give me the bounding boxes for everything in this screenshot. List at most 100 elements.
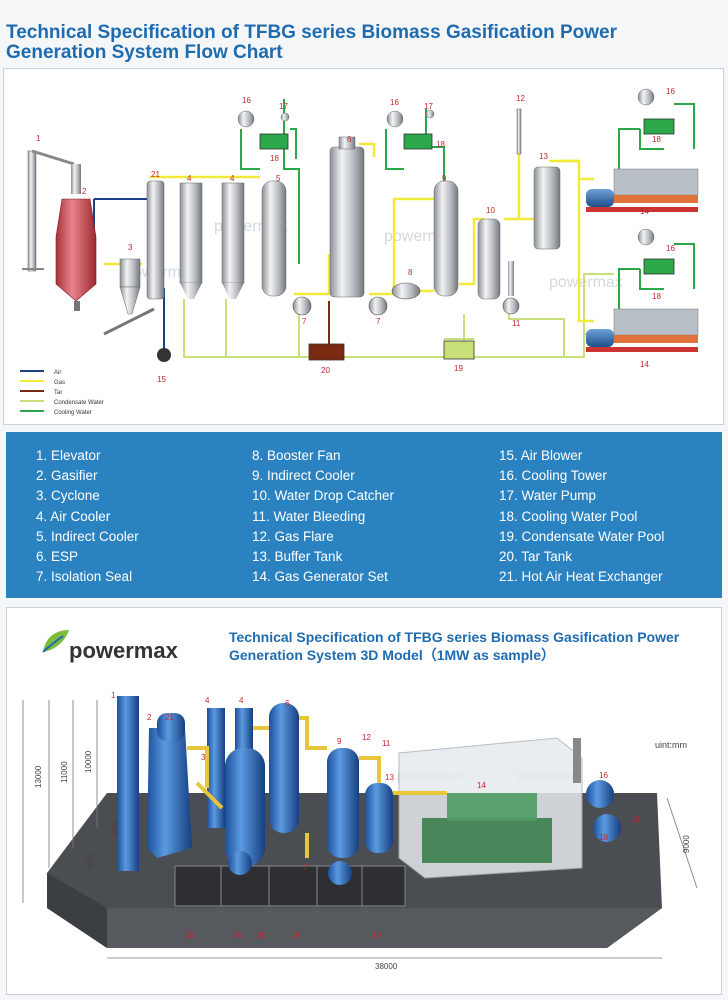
- component-number: 16: [631, 815, 640, 824]
- legend-item: 15. Air Blower: [499, 448, 583, 463]
- condensate-water-pipes: [183, 273, 614, 358]
- component-number: 9: [442, 174, 447, 183]
- legend-item: 14. Gas Generator Set: [252, 569, 388, 585]
- legend-item: 3. Cyclone: [36, 488, 100, 504]
- component-legend: 1. Elevator 2. Gasifier 3. Cyclone 4. Ai…: [6, 432, 722, 598]
- component-number: 7: [303, 863, 308, 872]
- component-number: 13: [539, 152, 548, 161]
- component-number: 20: [321, 366, 330, 375]
- indirect-cooler: [433, 180, 459, 297]
- tar-tank: [308, 343, 345, 361]
- component-number: 14: [640, 360, 649, 369]
- dimension-label: 11000: [60, 761, 69, 783]
- component-number: 17: [424, 102, 433, 111]
- component-number: 13: [385, 773, 394, 782]
- legend-item: 18. Cooling Water Pool: [499, 508, 638, 524]
- component-number: 15: [157, 375, 166, 384]
- legend-column-1: 1. Elevator 2. Gasifier 3. Cyclone 4. Ai…: [36, 446, 139, 587]
- dimension-labels: 13000 11000 10000 9000 9000 1900 38000 u…: [34, 740, 691, 971]
- component-number: 21: [151, 170, 160, 179]
- legend-item: 5. Indirect Cooler: [36, 528, 139, 544]
- component-number: 20: [257, 931, 266, 940]
- component-number: 21: [165, 713, 174, 722]
- legend-item: 16. Cooling Tower: [499, 468, 607, 484]
- line-legend: Air Gas Tar Condensate Water Cooling Wat…: [20, 370, 104, 416]
- gasifier: [55, 164, 97, 311]
- dimension-label: 38000: [375, 962, 398, 971]
- gas-flare: [516, 108, 522, 155]
- dimension-lines: [22, 700, 698, 959]
- component-number-labels: 1 2 3 4 4 5 6 7 7 8 9 10 11 12 13 14 14 …: [36, 87, 675, 384]
- component-number: 18: [652, 135, 661, 144]
- logo-text: powermax: [69, 638, 178, 663]
- legend-label: Condensate Water: [54, 400, 104, 406]
- air-blower: [157, 348, 171, 362]
- model-3d-diagram: powermax powermax: [22, 691, 698, 971]
- legend-item: 17. Water Pump: [499, 488, 597, 504]
- dimension-label: 13000: [34, 765, 43, 788]
- component-number: 11: [382, 739, 391, 748]
- component-number: 11: [512, 319, 521, 328]
- component-number: 10: [486, 206, 495, 215]
- legend-item: 12. Gas Flare: [252, 528, 334, 544]
- legend-item: 6. ESP: [36, 548, 79, 564]
- component-number: 18: [270, 154, 279, 163]
- component-number: 19: [372, 931, 381, 940]
- component-number: 15: [233, 931, 242, 940]
- cooling-tower: [237, 88, 655, 246]
- legend-label: Tar: [54, 390, 62, 396]
- flow-chart-diagram: powermax powermax powermax powermax: [20, 87, 699, 416]
- component-number: 18: [652, 292, 661, 301]
- component-number: 12: [362, 733, 371, 742]
- legend-item: 2. Gasifier: [36, 468, 98, 484]
- condensate-water-pool: [443, 340, 475, 360]
- dimension-label: 1900: [110, 820, 119, 838]
- component-number: 8: [408, 268, 413, 277]
- component-number: 18: [436, 140, 445, 149]
- component-number: 16: [599, 771, 608, 780]
- legend-item: 13. Buffer Tank: [252, 548, 343, 564]
- dimension-label: 9000: [682, 835, 691, 853]
- legend-item: 10. Water Drop Catcher: [252, 488, 395, 504]
- elevator: [22, 149, 75, 272]
- isolation-seal: [292, 296, 312, 316]
- cyclone: [103, 258, 155, 336]
- component-number: 1: [36, 134, 41, 143]
- isolation-seal: [368, 296, 388, 316]
- component-number: 18: [185, 931, 194, 940]
- legend-label: Gas: [54, 380, 65, 386]
- component-number: 3: [201, 753, 206, 762]
- legend-item: 20. Tar Tank: [499, 548, 573, 564]
- component-number: 18: [291, 931, 300, 940]
- cooling-water-pipes: [240, 99, 695, 314]
- dimension-label: 10000: [84, 750, 93, 773]
- gas-generator-set: [586, 168, 699, 352]
- component-number: 4: [187, 174, 192, 183]
- model-3d-title: Technical Specification of TFBG series B…: [229, 629, 680, 663]
- component-number: 18: [599, 833, 608, 842]
- component-number: 14: [640, 207, 649, 216]
- component-number: 16: [242, 96, 251, 105]
- legend-item: 9. Indirect Cooler: [252, 468, 355, 484]
- legend-item: 8. Booster Fan: [252, 448, 341, 463]
- flow-chart-panel: powermax powermax powermax powermax: [3, 68, 724, 425]
- component-number: 3: [128, 243, 133, 252]
- component-number: 4: [239, 696, 244, 705]
- buffer-tank: [533, 166, 561, 250]
- indirect-cooler: [261, 180, 287, 297]
- legend-item: 4. Air Cooler: [36, 508, 111, 524]
- legend-item: 1. Elevator: [36, 448, 101, 463]
- legend-column-3: 15. Air Blower 16. Cooling Tower 17. Wat…: [499, 446, 664, 587]
- legend-label: Cooling Water: [54, 410, 92, 416]
- component-number: 7: [302, 317, 307, 326]
- watermark: powermax: [549, 274, 623, 291]
- dimension-label: 9000: [86, 852, 95, 870]
- unit-label: uint:mm: [655, 740, 687, 750]
- cooling-water-pool: [259, 118, 675, 275]
- component-number: 7: [376, 317, 381, 326]
- legend-item: 21. Hot Air Heat Exchanger: [499, 569, 663, 585]
- component-number: 4: [205, 696, 210, 705]
- component-number: 14: [477, 781, 486, 790]
- component-number: 5: [276, 174, 281, 183]
- legend-label: Air: [54, 370, 61, 376]
